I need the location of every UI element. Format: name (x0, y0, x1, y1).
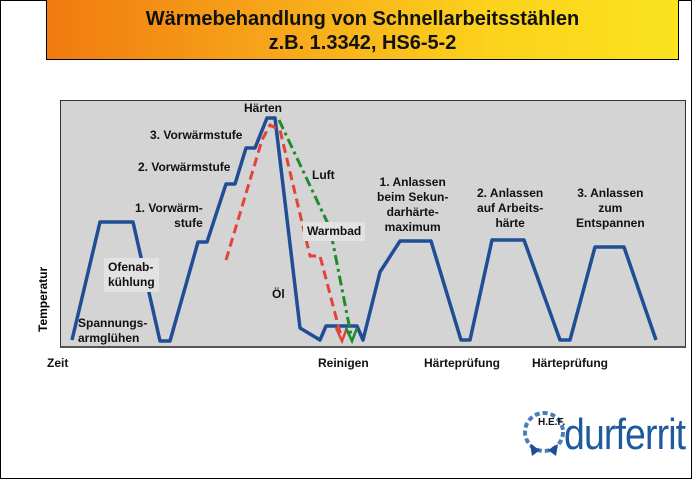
title-line-2: z.B. 1.3342, HS6-5-2 (268, 32, 457, 54)
label-anlassen-1: 1. Anlassen beim Sekun- darhärte- maximu… (377, 175, 448, 235)
label-vorwaerm-1: 1. Vorwärm- stufe (135, 201, 203, 231)
label-text: 1. Anlassen beim Sekun- darhärte- maximu… (377, 175, 449, 234)
label-text: 2. Anlassen auf Arbeits- härte (477, 186, 544, 230)
main-curve (70, 116, 658, 343)
label-luft: Luft (312, 168, 335, 182)
label-text: Spannungs- armglühen (78, 316, 148, 345)
label-haerten: Härten (244, 101, 283, 115)
durferrit-logo: H.E.F. durferrit (512, 400, 690, 470)
title-banner: Wärmebehandlung von Schnellarbeitsstähle… (46, 0, 679, 60)
label-warmbad: Warmbad (303, 222, 366, 241)
gear-icon (523, 411, 565, 456)
title-line-1: Wärmebehandlung von Schnellarbeitsstähle… (145, 8, 580, 30)
label-text: 1. Vorwärm- stufe (135, 201, 203, 230)
x-axis-label: Zeit (47, 356, 69, 370)
label-oel: Öl (272, 287, 285, 301)
label-anlassen-2: 2. Anlassen auf Arbeits- härte (477, 186, 543, 231)
logo-brand: durferrit (564, 410, 686, 459)
warmbad-arrow (334, 327, 349, 345)
label-text: Ofenab- kühlung (108, 260, 155, 289)
logo-badge: H.E.F. (538, 417, 566, 428)
luft-arrow (344, 327, 359, 345)
plot-area (60, 100, 686, 348)
label-haertepruefung-2: Härteprüfung (532, 356, 608, 370)
label-haertepruefung-1: Härteprüfung (424, 356, 500, 370)
y-axis-label: Temperatur (36, 266, 50, 332)
label-reinigen: Reinigen (318, 356, 369, 370)
label-vorwaerm-2: 2. Vorwärmstufe (138, 160, 231, 174)
label-spannungsarmgluehen: Spannungs- armglühen (78, 316, 147, 346)
label-vorwaerm-3: 3. Vorwärmstufe (150, 128, 243, 142)
label-anlassen-3: 3. Anlassen zum Entspannen (576, 186, 645, 231)
label-text: 3. Anlassen zum Entspannen (576, 186, 645, 230)
label-ofenabkuehlung: Ofenab- kühlung (104, 258, 159, 292)
